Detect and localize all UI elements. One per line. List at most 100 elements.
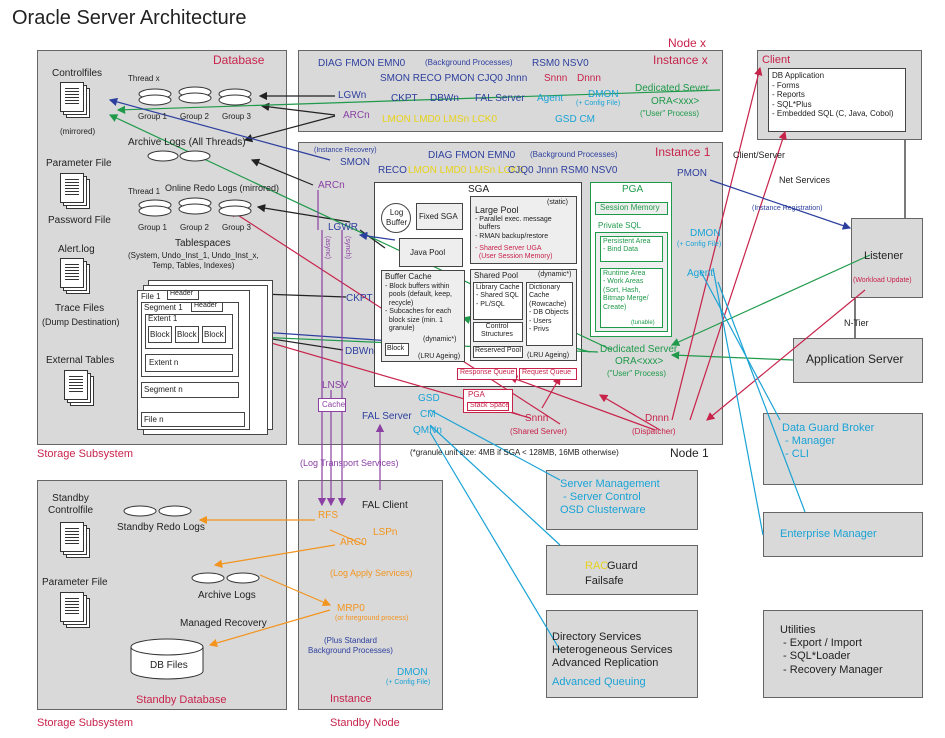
block-label: Block: [177, 330, 197, 339]
lnsv-cache-box: [318, 398, 346, 412]
application-server-label: Application Server: [806, 352, 904, 366]
shared-pool-dynamic: (dynamic*): [538, 271, 572, 278]
standby-dmon-label: DMON: [397, 667, 428, 678]
large-pool-static: (static): [547, 199, 568, 206]
buffer-cache-box: [381, 270, 465, 362]
file-header-box: [167, 290, 199, 300]
request-queue-box: [519, 368, 577, 380]
redo-log-groups-x-icon: [138, 86, 252, 106]
node1-ora: ORA<xxx>: [615, 356, 664, 367]
fixed-sga-box: [416, 203, 463, 230]
standby-storage-subsystem-label: Storage Subsystem: [37, 717, 133, 729]
fal-client-label: FAL Client: [362, 500, 408, 511]
standby-redo-logs-icon: [123, 505, 192, 517]
segment-n-label: Segment n: [144, 385, 183, 394]
segment1-label: Segment 1: [144, 303, 183, 312]
node-x-label: Node x: [668, 36, 707, 50]
file-n-box: [141, 412, 245, 427]
document-icon: [64, 370, 88, 400]
application-server-box: [793, 338, 923, 383]
database-label: Database: [213, 53, 265, 67]
log-buffer-circle: [381, 203, 411, 233]
directory-services-box: [546, 610, 698, 698]
node1-lgwr: LGWR: [328, 222, 358, 233]
server-management-label: Server Management - Server Control OSD C…: [560, 478, 660, 517]
stack-space-box: [467, 402, 509, 411]
sga-label: SGA: [468, 184, 490, 195]
java-pool-label: Java Pool: [410, 248, 446, 257]
group3-label: Group 3: [222, 112, 251, 121]
node-x-box: [298, 50, 723, 132]
workload-update-label: (Workload Update): [853, 277, 912, 284]
alert-log-label: Alert.log: [58, 244, 95, 255]
buffer-block-box: [385, 343, 409, 356]
extent1-label: Extent 1: [148, 314, 178, 323]
storage-subsystem-label: Storage Subsystem: [37, 448, 133, 460]
online-redo-label: Online Redo Logs (mirrored): [165, 183, 280, 193]
session-memory-box: [595, 202, 668, 215]
document-icon: [60, 173, 84, 203]
java-pool-box: [399, 238, 463, 267]
node-x-snnn: Snnn: [544, 73, 568, 84]
utilities-box: [763, 610, 923, 698]
large-pool-uga: - Shared Server UGA (User Session Memory…: [475, 245, 553, 261]
node1-sync: (synch): [344, 236, 352, 259]
session-memory-label: Session Memory: [600, 203, 660, 212]
standby-node-box: [298, 480, 443, 710]
extent-n-box: [145, 354, 233, 372]
large-pool-label: Large Pool: [475, 205, 519, 215]
document-icon: [60, 592, 84, 622]
library-cache-label: Library Cache - Shared SQL - PL/SQL: [476, 284, 520, 308]
mrp0-label: MRP0: [337, 603, 365, 614]
shared-server-pga-label: PGA: [468, 390, 485, 399]
instance-1-label: Instance 1: [655, 145, 711, 159]
standby-database-label: Standby Database: [136, 694, 227, 706]
managed-recovery-label: Managed Recovery: [180, 618, 267, 629]
server-management-box: [546, 470, 698, 530]
stack-space-label: Stack Space: [470, 402, 510, 409]
standby-redo-logs-label: Standby Redo Logs: [117, 522, 205, 533]
standby-instance-label: Instance: [330, 693, 372, 705]
runtime-area-label: Runtime Area - Work Areas (Sort, Hash, B…: [603, 270, 649, 311]
group2-label: Group 2: [180, 112, 209, 121]
client-server-label: Client/Server: [733, 150, 786, 160]
thread-x-label: Thread x: [128, 74, 160, 83]
block-label: Block: [150, 330, 170, 339]
guard-label: Guard: [607, 560, 638, 572]
group3-label-thread1: Group 3: [222, 223, 251, 232]
node1-agent: Agent: [687, 268, 714, 279]
buffer-cache-dynamic: (dynamic*): [423, 336, 457, 343]
runtime-area-box: [600, 268, 663, 328]
document-icon: [60, 522, 84, 552]
node-x-ora: ORA<xxx>: [651, 96, 700, 107]
enterprise-manager-box: [763, 512, 923, 557]
parameter-file-label: Parameter File: [46, 158, 112, 169]
redo-log-groups-1-icon: [138, 197, 252, 217]
client-items: DB Application - Forms - Reports - SQL*P…: [772, 71, 894, 119]
group1-label: Group 1: [138, 112, 167, 121]
advanced-queuing-label: Advanced Queuing: [552, 676, 646, 688]
node1-user-process: ("User" Process): [607, 369, 667, 378]
block-box: [202, 326, 226, 343]
reserved-pool-label: Reserved Pool: [475, 347, 521, 354]
block-label: Block: [204, 330, 224, 339]
trace-files-label: Trace Files: [55, 303, 105, 314]
node1-arcn: ARCn: [318, 180, 345, 191]
tablespaces-detail: (System, Undo_Inst_1, Undo_Inst_x, Temp,…: [128, 251, 259, 270]
document-icon: [60, 82, 84, 112]
log-apply-label: (Log Apply Services): [330, 568, 413, 578]
private-sql-label: Private SQL: [598, 221, 642, 230]
rac-label: RAC: [585, 560, 609, 572]
shared-server-label: (Shared Server): [510, 427, 567, 436]
instance-registration-label: (Instance Registration): [752, 205, 823, 212]
large-pool-items: - Parallel exec. message buffers - RMAN …: [475, 216, 552, 240]
shared-pool-lru: (LRU Ageing): [527, 352, 570, 359]
node1-rac-processes: LMON LMD0 LMSn LCK0: [408, 165, 524, 176]
node-x-user-process: ("User" Process): [640, 109, 700, 118]
fixed-sga-label: Fixed SGA: [419, 212, 458, 221]
node1-processes-1: DIAG FMON EMN0: [428, 150, 516, 161]
rfs-label: RFS: [318, 510, 338, 521]
control-structures-box: [473, 322, 523, 342]
instance-x-label: Instance x: [653, 53, 708, 67]
node-x-config: (+ Config File): [576, 100, 621, 107]
